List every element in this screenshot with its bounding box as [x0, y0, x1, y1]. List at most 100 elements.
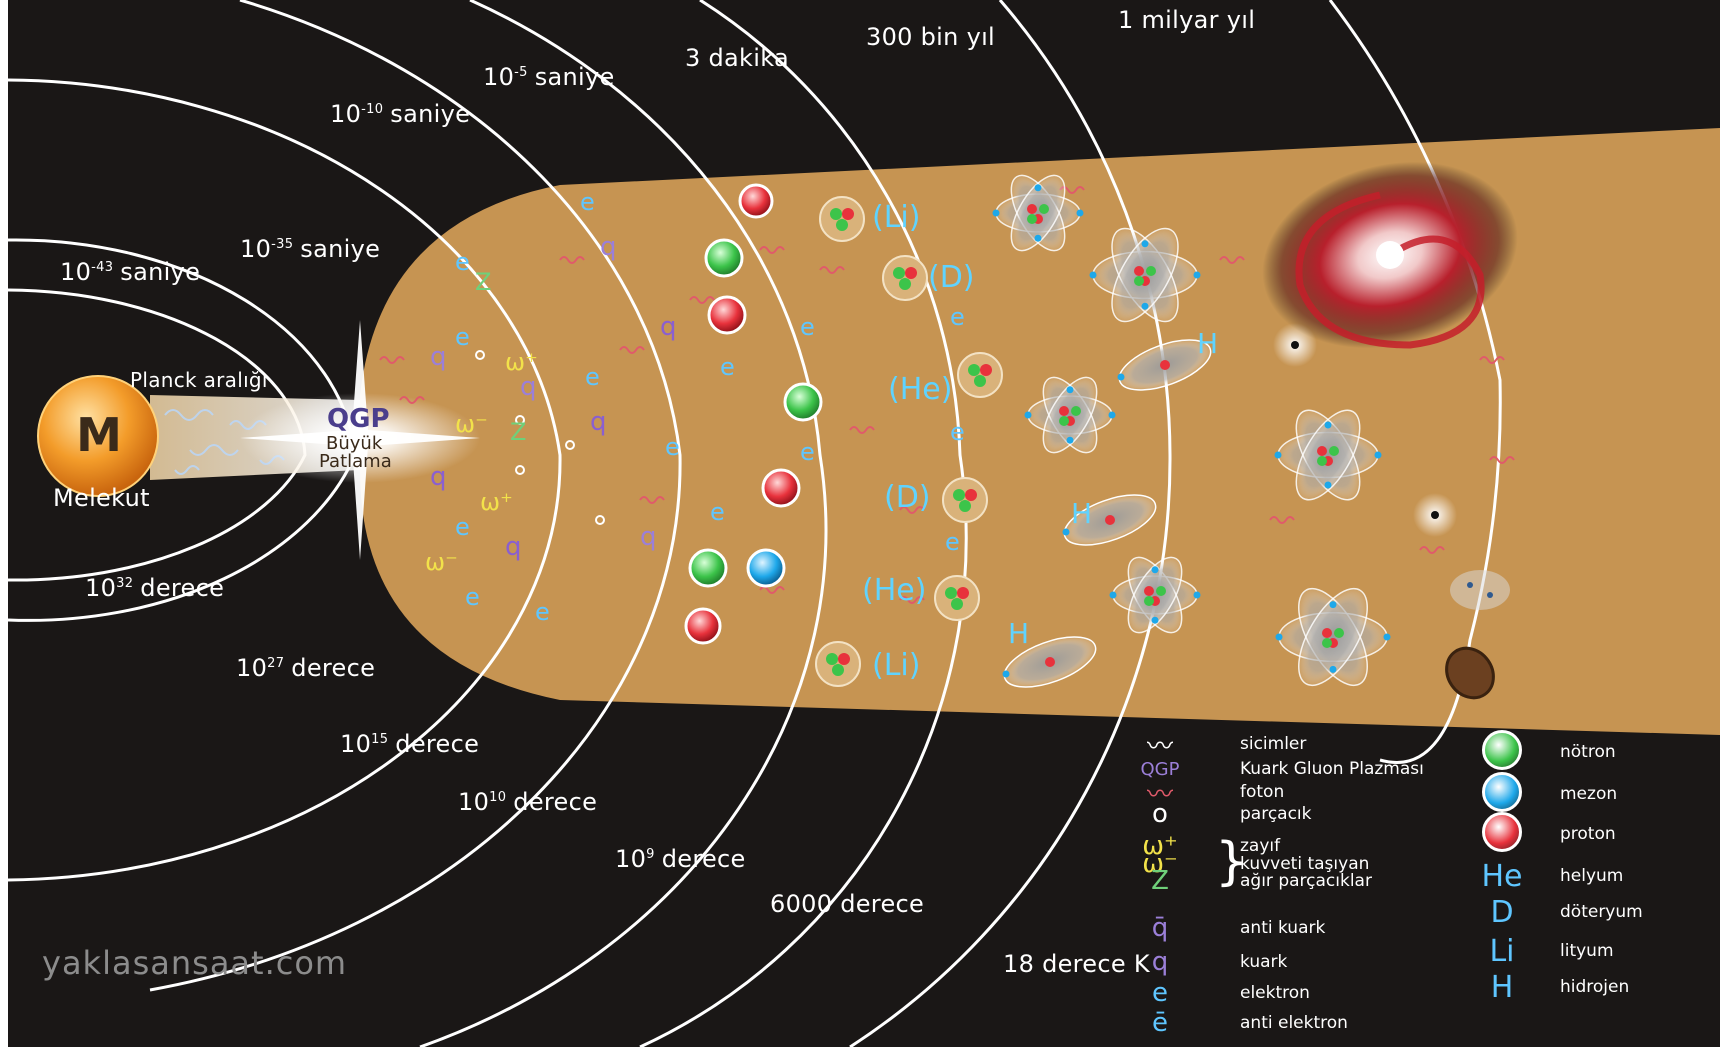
- label-d-bottom: (D): [884, 480, 931, 515]
- legend-symbol: o: [1130, 799, 1190, 829]
- quark-glyph: q: [505, 532, 522, 562]
- nucleon: [830, 208, 842, 220]
- legend-symbol: He: [1472, 859, 1532, 894]
- nucleon: [953, 489, 965, 501]
- proton: [686, 609, 720, 643]
- electron-glyph: e: [465, 583, 480, 611]
- qgp-label: QGP: [327, 404, 390, 434]
- big-bang-line2: Patlama: [319, 451, 392, 472]
- nucleon: [980, 364, 992, 376]
- legend-item: mezon: [1510, 784, 1617, 804]
- small-nebula: [1450, 570, 1510, 610]
- label-li-top: (Li): [872, 200, 920, 235]
- label-li-bottom: (Li): [872, 648, 920, 683]
- nucleon: [968, 364, 980, 376]
- legend-item: nötron: [1510, 742, 1616, 762]
- electron-glyph: e: [455, 248, 470, 276]
- legend-label: hidrojen: [1560, 977, 1629, 997]
- temp-label-5: 109derece: [615, 845, 746, 873]
- meson: [748, 550, 784, 586]
- quark-glyph: q: [600, 232, 617, 262]
- legend-symbol: Z: [1130, 866, 1190, 896]
- electron-glyph: e: [455, 513, 470, 541]
- proton: [763, 470, 799, 506]
- legend-label: parçacık: [1240, 804, 1312, 824]
- mezon-icon: [1472, 772, 1532, 816]
- label-h-1: H: [1197, 327, 1218, 360]
- time-label-3min: 3 dakika: [685, 44, 789, 72]
- proton-icon: [1472, 812, 1532, 856]
- melekut-letter: M: [72, 408, 126, 462]
- quark-glyph: q: [590, 407, 607, 437]
- legend-label: Kuark Gluon Plazması: [1240, 759, 1424, 779]
- electron-glyph: e: [950, 303, 965, 331]
- w-minus-glyph: ω⁻: [425, 548, 458, 576]
- nucleon: [945, 587, 957, 599]
- temp-label-1: 1032derece: [85, 574, 224, 602]
- label-h-3: H: [1008, 617, 1029, 650]
- label-d-top: (D): [928, 260, 975, 295]
- planck-label: Planck aralığı: [130, 368, 268, 392]
- nucleon: [959, 500, 971, 512]
- w-plus-glyph: ω⁺: [480, 488, 513, 516]
- nucleon: [951, 598, 963, 610]
- legend-label: ağır parçacıklar: [1240, 871, 1372, 891]
- nucleon: [899, 278, 911, 290]
- electron-glyph: e: [585, 363, 600, 391]
- legend-label: elektron: [1240, 983, 1310, 1003]
- electron-glyph: e: [720, 353, 735, 381]
- nötron-icon: [1472, 730, 1532, 774]
- legend-item: 〰sicimler: [1160, 734, 1306, 754]
- quark-glyph: q: [430, 342, 447, 372]
- electron-glyph: e: [945, 528, 960, 556]
- nucleon: [905, 267, 917, 279]
- nucleon: [957, 587, 969, 599]
- time-label-300k: 300 bin yıl: [866, 23, 995, 51]
- legend-label: nötron: [1560, 742, 1616, 762]
- nucleon: [842, 208, 854, 220]
- nucleon: [826, 653, 838, 665]
- watermark: yaklasansaat.com: [42, 944, 347, 982]
- temp-label-2: 1027derece: [236, 654, 375, 682]
- time-label-quark: 10-10saniye: [330, 100, 470, 128]
- legend-symbol: e: [1130, 978, 1190, 1008]
- z-glyph: Z: [475, 268, 491, 296]
- label-h-2: H: [1071, 497, 1092, 530]
- legend-label: sicimler: [1240, 734, 1306, 754]
- legend-symbol: H: [1472, 970, 1532, 1005]
- z-glyph: Z: [510, 418, 526, 446]
- electron-glyph: e: [710, 498, 725, 526]
- electron-glyph: e: [580, 188, 595, 216]
- legend-item: proton: [1510, 824, 1616, 844]
- nucleon: [974, 375, 986, 387]
- temp-label-7: 18 derece K: [1003, 950, 1150, 978]
- neutron: [785, 384, 821, 420]
- legend-label: mezon: [1560, 784, 1617, 804]
- label-he-bottom: (He): [862, 573, 926, 608]
- legend-label: foton: [1240, 782, 1284, 802]
- legend-label: kuark: [1240, 952, 1287, 972]
- legend-symbol: Li: [1472, 934, 1532, 969]
- legend-symbol: 〰: [1130, 726, 1190, 763]
- electron-glyph: e: [455, 323, 470, 351]
- quark-glyph: q: [520, 372, 537, 402]
- quark-glyph: q: [640, 522, 657, 552]
- legend-label: anti elektron: [1240, 1013, 1348, 1033]
- quark-glyph: q: [430, 462, 447, 492]
- legend-label: döteryum: [1560, 902, 1643, 922]
- legend-item: q̄anti kuark: [1160, 918, 1325, 938]
- legend-symbol: q: [1130, 947, 1190, 977]
- legend-item: eelektron: [1160, 983, 1310, 1003]
- w-plus-glyph: ω⁺: [505, 348, 538, 376]
- legend-label: anti kuark: [1240, 918, 1325, 938]
- electron-glyph: e: [665, 433, 680, 461]
- legend-item: oparçacık: [1160, 804, 1312, 824]
